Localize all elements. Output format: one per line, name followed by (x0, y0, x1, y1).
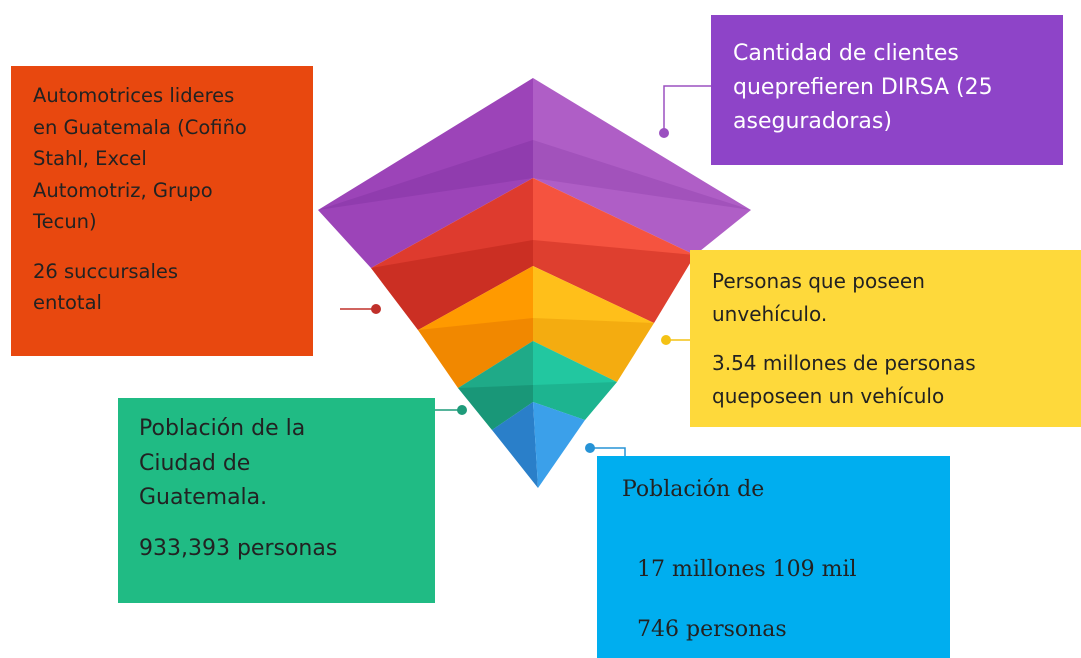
orange-box-line-4: Automotriz, Grupo (33, 178, 213, 202)
green-box-line-1: Población de la (139, 416, 306, 441)
green-box-line-3: Guatemala. (139, 485, 268, 510)
green-info-box: Población de la Ciudad de Guatemala. 933… (118, 398, 435, 603)
blue-info-box: Población de 17 millones 109 mil 746 per… (597, 456, 950, 658)
purple-box-line-3: aseguradoras) (733, 109, 892, 134)
green-box-line-2: Ciudad de (139, 450, 251, 476)
purple-info-box: Cantidad de clientes queprefieren DIRSA … (711, 15, 1063, 165)
connector-green (435, 405, 467, 415)
connector-blue (585, 443, 626, 456)
pyramid-tier-orange (418, 266, 654, 388)
purple-box-line-2: queprefieren DIRSA (25 (733, 75, 993, 100)
blue-box-title: Población de (622, 477, 765, 502)
connector-red (340, 304, 381, 314)
orange-box-line-5: Tecun) (33, 210, 97, 233)
orange-box-line-2: en Guatemala (Cofiño (33, 115, 247, 139)
blue-box-line-2: 17 millones 109 mil (637, 557, 857, 582)
orange-box-line-3: Stahl, Excel (33, 147, 147, 170)
yellow-box-line-1: Personas que poseen (712, 269, 925, 293)
orange-box-detail-1: 26 succursales (33, 259, 179, 283)
yellow-box-detail-2: queposeen un vehículo (712, 384, 945, 408)
purple-box-line-1: Cantidad de clientes (733, 41, 959, 66)
connector-yellow (661, 335, 690, 345)
orange-info-box: Automotrices lideres en Guatemala (Cofiñ… (11, 66, 313, 356)
orange-box-line-1: Automotrices lideres (33, 84, 235, 107)
pyramid-tier-teal (458, 341, 617, 430)
yellow-box-detail-1: 3.54 millones de personas (712, 351, 976, 375)
pyramid-tier-purple (318, 78, 751, 268)
orange-box-detail-2: entotal (33, 291, 102, 314)
green-box-detail: 933,393 personas (139, 535, 338, 561)
pyramid-tier-blue (492, 402, 585, 488)
yellow-box-line-2: unvehículo. (712, 302, 828, 326)
yellow-info-box: Personas que poseen unvehículo. 3.54 mil… (690, 250, 1081, 427)
connector-purple (659, 85, 711, 138)
pyramid-tier-red (371, 178, 695, 330)
blue-box-line-3: 746 personas (637, 617, 787, 642)
